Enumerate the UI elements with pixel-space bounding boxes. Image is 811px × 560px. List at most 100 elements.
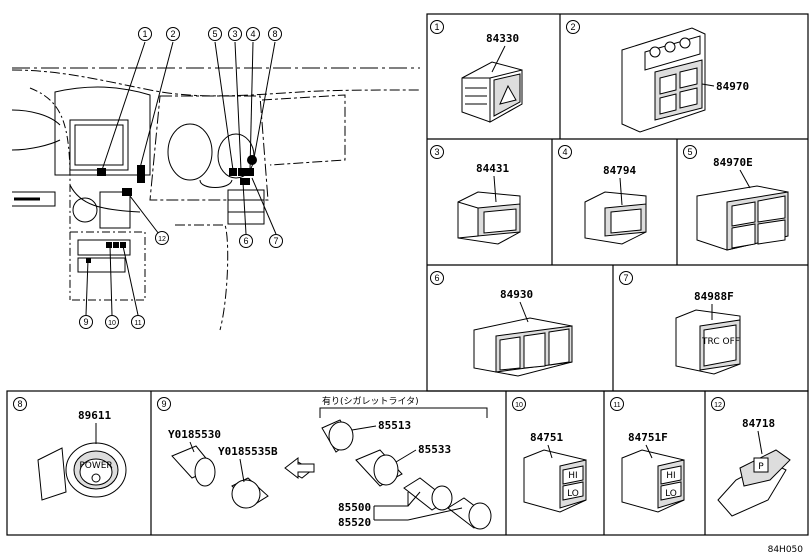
panel-badge-8: 8 [13,397,27,411]
panel-badge-9: 9 [157,397,171,411]
part-number-84930: 84930 [500,288,533,301]
part-number-85533: 85533 [418,443,451,456]
dashboard-callout-7-number: 7 [273,236,278,246]
panel-badge-3: 3 [430,145,444,159]
dashboard-callout-4: 4 [246,27,260,41]
part-leader-11 [395,449,417,463]
part-leader-2 [493,175,497,203]
switch-3-drawing [457,191,521,245]
lo-label-11: LO [665,489,677,499]
panel-badge-6-number: 6 [434,273,439,283]
dashboard-callout-3-number: 3 [232,29,237,39]
part-leader-15 [645,444,653,459]
dashboard-callout-6: 6 [239,234,253,248]
panel-badge-3-number: 3 [434,147,439,157]
part-number-85500: 85500 [338,501,371,514]
panel-badge-12: 12 [711,397,725,411]
switch-6-drawing [473,317,573,377]
power-label: POWER [79,461,112,471]
switch-10-drawing [523,449,587,513]
dashboard-callout-1: 1 [138,27,152,41]
switch-11-drawing [621,449,685,513]
part-number-84988F: 84988F [694,290,734,303]
part-leader-12 [407,491,421,507]
part-number-84751: 84751 [530,431,563,444]
parking-label: P [758,462,764,472]
dashboard-callout-2-number: 2 [170,29,175,39]
dashboard-callout-9-number: 9 [83,317,88,327]
part-number-84330: 84330 [486,32,519,45]
part-number-85513: 85513 [378,419,411,432]
arrow-left-icon [284,456,315,480]
lo-label-10: LO [567,489,579,499]
dashboard-callout-11-number: 11 [134,320,141,327]
switch-4-drawing [584,191,647,245]
dashboard-callout-7: 7 [269,234,283,248]
panel-badge-2-number: 2 [570,22,575,32]
panel-badge-8-number: 8 [17,399,22,409]
dashboard-callout-12: 12 [155,231,169,245]
part-leader-9 [239,458,245,483]
lighter-bracket [319,407,488,418]
hi-label-10: HI [568,471,577,481]
panel-badge-10-number: 10 [515,402,523,409]
part-number-Y0185535B: Y0185535B [218,445,278,458]
panel-badge-5-number: 5 [687,147,692,157]
part-number-84431: 84431 [476,162,509,175]
panel-badge-4: 4 [558,145,572,159]
dashboard-callout-12-number: 12 [158,236,166,243]
panel-badge-11: 11 [610,397,624,411]
part-leader-14 [547,444,553,459]
part-leader-1 [701,83,715,87]
dashboard-callout-10: 10 [105,315,119,329]
hi-label-11: HI [666,471,675,481]
dashboard-overview [11,67,421,331]
panel-badge-4-number: 4 [562,147,567,157]
dashboard-callout-11: 11 [131,315,145,329]
part-drawings [37,27,791,530]
dashboard-callout-8-number: 8 [272,29,277,39]
panel-badge-11-number: 11 [613,402,620,409]
dashboard-callout-5: 5 [208,27,222,41]
dashboard-callout-6-number: 6 [243,236,248,246]
panel-badge-1-number: 1 [434,22,439,32]
lighter-parts-drawing [171,419,492,530]
part-leader-13 [407,507,463,521]
panel-badge-7-number: 7 [623,273,628,283]
part-number-85520: 85520 [338,516,371,529]
panel-badge-2: 2 [566,20,580,34]
dashboard-callout-2: 2 [166,27,180,41]
part-number-89611: 89611 [78,409,111,422]
power-switch-drawing [37,442,127,501]
panel-badge-1: 1 [430,20,444,34]
part-leader-0 [491,45,506,73]
part-number-84751F: 84751F [628,431,668,444]
panel-badge-5: 5 [683,145,697,159]
dashboard-callout-9: 9 [79,315,93,329]
switch-block-drawing [621,27,706,133]
panel-badge-12-number: 12 [714,402,722,409]
part-number-84970E: 84970E [713,156,753,169]
hazard-switch-drawing [461,61,523,123]
dashboard-callout-3: 3 [228,27,242,41]
bottom-panel-frame [6,390,809,536]
part-leader-4 [739,169,751,189]
part-leader-10 [351,425,377,431]
dashboard-callout-10-number: 10 [108,320,116,327]
panel-badge-6: 6 [430,271,444,285]
part-leader-3 [619,177,623,206]
part-number-Y0185530: Y0185530 [168,428,221,441]
switch-7-drawing [675,309,741,375]
dashboard-callout-4-number: 4 [250,29,255,39]
diagram-code: 84H050 [768,545,804,555]
part-number-84718: 84718 [742,417,775,430]
panel-badge-7: 7 [619,271,633,285]
dashboard-callout-5-number: 5 [212,29,217,39]
lighter-bracket-note: 有り(シガレットライタ) [322,395,419,407]
part-leader-5 [519,301,529,323]
parking-switch-drawing [717,449,791,517]
part-leader-8 [189,441,195,453]
